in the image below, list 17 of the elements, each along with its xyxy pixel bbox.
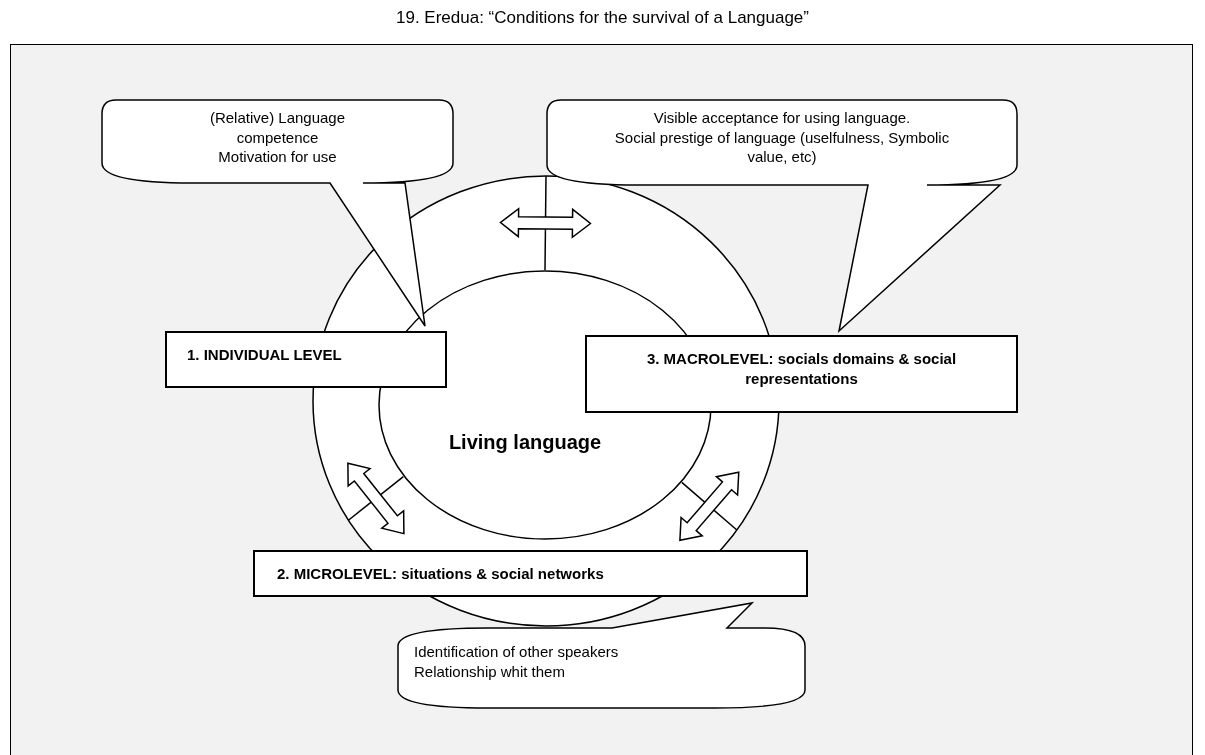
level-box [253,550,808,597]
bubble-text: Motivation for use [217,147,338,167]
level-box [165,331,447,388]
level-label: 1. INDIVIDUAL LEVEL [187,345,343,365]
level-label: 2. MICROLEVEL: situations & social networks [277,564,605,584]
bubble-text: Relationship whit them [414,661,566,681]
speech-bubble [547,100,1017,331]
diagram-title: 19. Eredua: “Conditions for the survival of a Language” [395,8,810,28]
speech-bubble [102,100,453,326]
bubble-text: Identification of other speakers [414,642,620,662]
center-label: Living language [448,431,602,454]
level-label: 3. MACROLEVEL: socials domains & social representations [645,349,958,388]
speech-bubble [398,603,805,708]
bubble-text: Social prestige of language (uselfulness, Symbolic value, etc) [613,127,951,167]
level-box [585,335,1018,413]
bubble-text: (Relative) Language competence [208,108,347,147]
bubble-text: Visible acceptance for using language. [652,108,912,128]
